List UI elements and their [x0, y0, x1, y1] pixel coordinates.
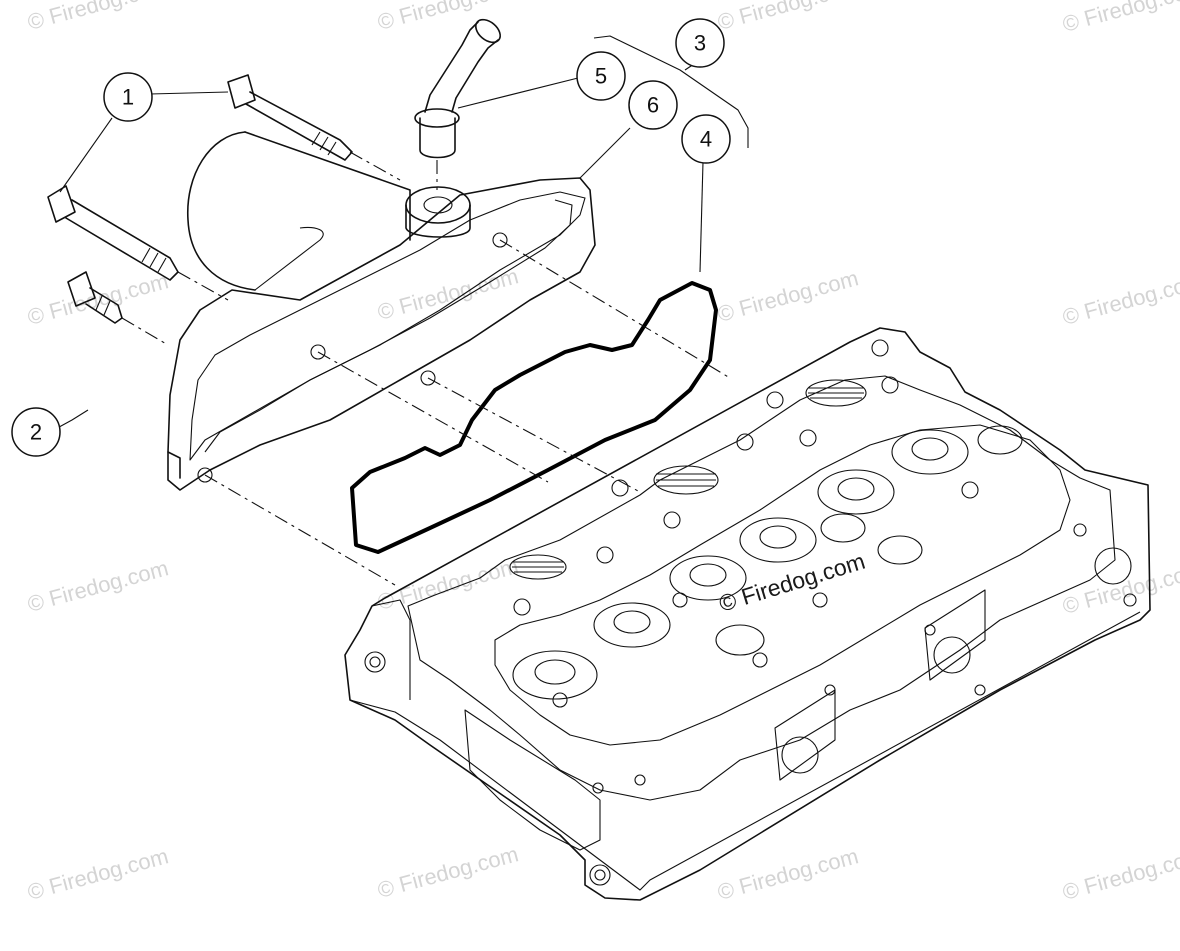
- watermark-tile: © Firedog.com: [25, 0, 171, 35]
- hose-nipple: [414, 18, 501, 159]
- callout-1-label: 1: [122, 85, 134, 110]
- callout-1: 1: [103, 72, 153, 122]
- watermark-tile: © Firedog.com: [1060, 843, 1180, 905]
- callout-6: 6: [628, 80, 678, 130]
- watermark-tile: © Firedog.com: [25, 843, 171, 905]
- cylinder-head: [344, 327, 1151, 901]
- watermark-tile: © Firedog.com: [25, 555, 171, 617]
- thermostat-housing: [167, 131, 596, 491]
- callout-3: 3: [675, 18, 725, 68]
- callout-2-label: 2: [30, 420, 42, 445]
- watermark-main: © Firedog.com: [716, 548, 868, 617]
- leader-lines: [49, 35, 749, 433]
- callout-4: 4: [681, 114, 731, 164]
- long-bolts: [47, 74, 353, 281]
- watermark-tile: © Firedog.com: [1060, 557, 1180, 619]
- callout-4-label: 4: [700, 127, 712, 152]
- watermark-tile: © Firedog.com: [715, 0, 861, 35]
- callout-2: 2: [11, 407, 61, 457]
- watermark-tile: © Firedog.com: [25, 268, 171, 330]
- callout-6-label: 6: [647, 93, 659, 118]
- watermark-tile: © Firedog.com: [715, 843, 861, 905]
- alignment-lines: [121, 151, 731, 586]
- watermark-tile: © Firedog.com: [375, 263, 521, 325]
- watermark-tile: © Firedog.com: [1060, 0, 1180, 37]
- watermark-tile: © Firedog.com: [375, 841, 521, 903]
- callout-5-label: 5: [595, 64, 607, 89]
- watermark-tiles: © Firedog.com © Firedog.com © Firedog.co…: [25, 0, 1180, 905]
- callout-5: 5: [576, 51, 626, 101]
- watermark-tile: © Firedog.com: [715, 265, 861, 327]
- callout-3-label: 3: [694, 31, 706, 56]
- watermark-tile: © Firedog.com: [1060, 268, 1180, 330]
- gasket: [350, 281, 718, 554]
